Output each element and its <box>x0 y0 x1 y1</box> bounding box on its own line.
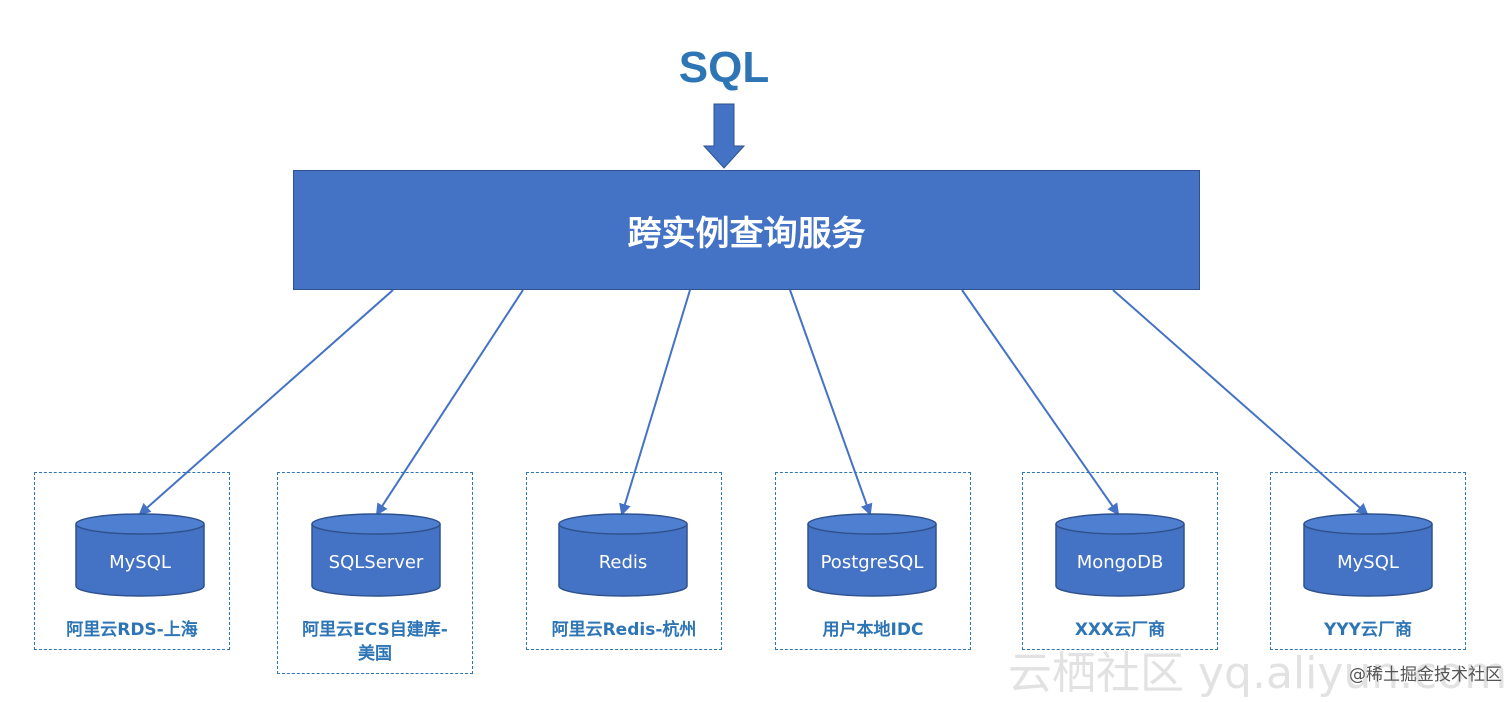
database-cylinder-icon <box>1055 513 1185 597</box>
database-name: MySQL <box>109 552 171 573</box>
cross-instance-query-service: 跨实例查询服务 <box>293 170 1200 290</box>
datasource-label: 阿里云Redis-杭州 <box>551 620 697 640</box>
datasource-box-mysql-shanghai <box>34 472 230 650</box>
database-cylinder-icon <box>1303 513 1433 597</box>
datasource-label: 阿里云RDS-上海 <box>66 620 198 640</box>
connector-line-mysql-yyy <box>1112 289 1369 516</box>
database-name: MongoDB <box>1076 552 1164 573</box>
connector-line-redis-hangzhou <box>619 289 691 516</box>
service-label: 跨实例查询服务 <box>627 213 866 254</box>
database-cylinder-icon <box>75 513 205 597</box>
sql-input-label: SQL <box>678 43 770 92</box>
datasource-box-redis-hangzhou <box>526 472 722 650</box>
datasource-label: YYY云厂商 <box>1324 620 1412 640</box>
database-name: SQLServer <box>328 552 424 573</box>
database-cylinder-icon <box>807 513 937 597</box>
database-name: Redis <box>598 552 648 573</box>
database-name: MySQL <box>1337 552 1399 573</box>
connector-line-mysql-shanghai <box>138 289 394 516</box>
datasource-label: 用户本地IDC <box>822 620 924 640</box>
datasource-label: XXX云厂商 <box>1074 620 1166 640</box>
watermark-text: 云栖社区 yq.aliyun.com <box>1008 648 1508 699</box>
datasource-box-mongodb-xxx <box>1022 472 1218 650</box>
datasource-box-sqlserver-us <box>277 472 473 674</box>
connector-line-sqlserver-us <box>375 289 524 516</box>
datasource-box-mysql-yyy <box>1270 472 1466 650</box>
datasource-label: 阿里云ECS自建库-美国 <box>302 620 448 664</box>
database-cylinder-icon <box>311 513 441 597</box>
connector-line-postgresql-idc <box>789 289 873 516</box>
database-cylinder-icon <box>558 513 688 597</box>
database-name: PostgreSQL <box>820 552 924 573</box>
datasource-box-postgresql-idc <box>775 472 971 650</box>
credit-text: @稀土掘金技术社区 <box>1349 665 1502 685</box>
sql-input-arrow <box>702 103 746 169</box>
connector-line-mongodb-xxx <box>961 289 1120 516</box>
